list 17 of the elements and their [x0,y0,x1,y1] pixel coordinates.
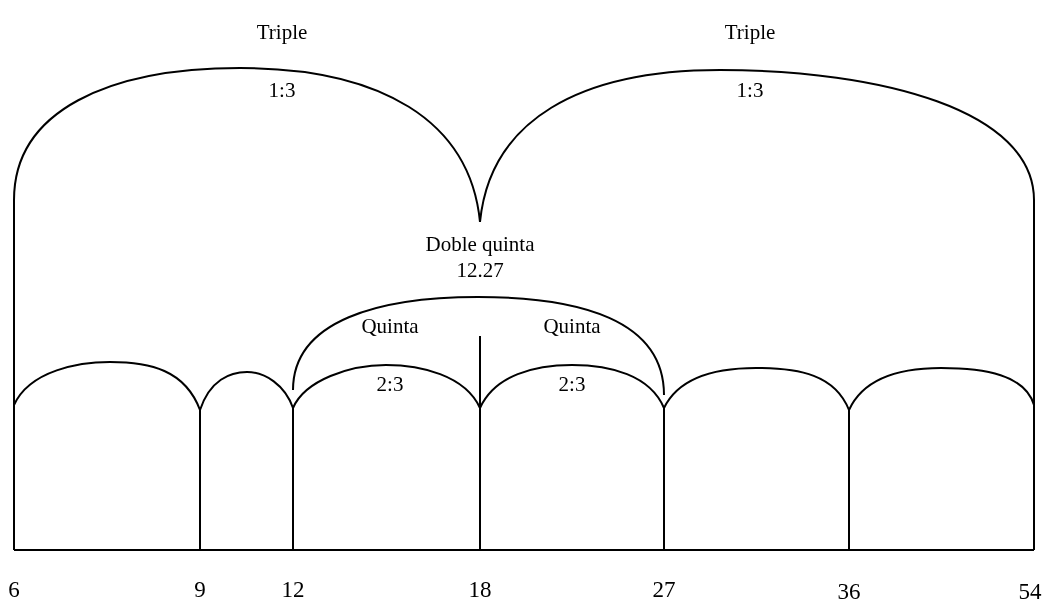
ratio-label: 1:3 [736,77,764,103]
interval-name: Triple [724,19,776,45]
number-label: 12 [281,577,305,603]
number-label: 36 [837,579,861,605]
ratio-label: 2:3 [376,371,404,397]
ratio-label: 2:3 [558,371,586,397]
interval-name: Quinta [543,313,601,339]
number-label: 18 [468,577,492,603]
interval-name: Triple [256,19,308,45]
number-label: 9 [194,577,206,603]
interval-name: Quinta [361,313,419,339]
ratio-label: 12.27 [456,257,504,283]
number-label: 6 [8,577,20,603]
interval-name: Doble quinta [425,231,535,257]
ratio-label: 1:3 [268,77,296,103]
number-label: 27 [652,577,676,603]
number-label: 54 [1018,579,1042,605]
